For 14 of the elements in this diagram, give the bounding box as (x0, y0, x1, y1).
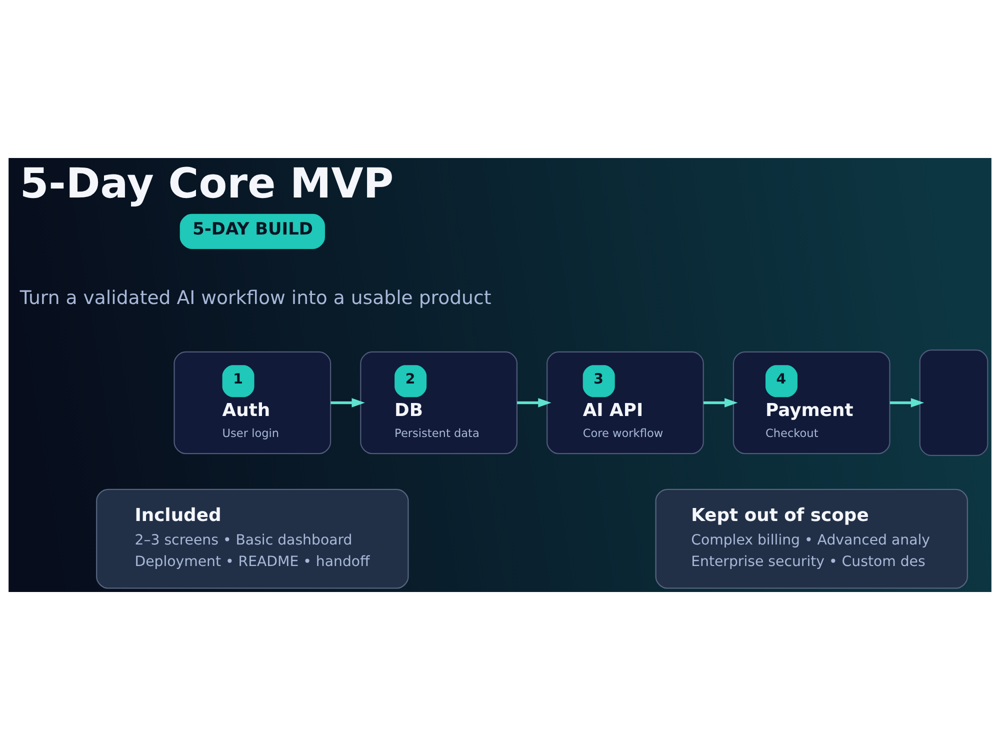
node-box: 4 Payment Checkout (732, 351, 890, 454)
arrow (890, 398, 924, 408)
node-box: Kept out of scope Complex billing • Advanced analy Enterprise security • Custom des (655, 488, 968, 589)
node-box: Included 2–3 screens • Basic dashboard Deployment • README • handoff (96, 488, 409, 589)
node-box: 2 DB Persistent data (360, 351, 518, 454)
label: Turn a validated AI workflow into a usable product (20, 288, 492, 309)
arrow (517, 398, 552, 408)
arrow (703, 398, 738, 408)
arrow (330, 398, 365, 408)
node-box: 5-DAY BUILD (180, 214, 325, 249)
node-box: 1 Auth User login (174, 351, 332, 454)
node-box (919, 349, 988, 456)
node-box: 3 AI API Core workflow (546, 351, 704, 454)
diagram-title: 5-Day Core MVP (20, 160, 394, 208)
